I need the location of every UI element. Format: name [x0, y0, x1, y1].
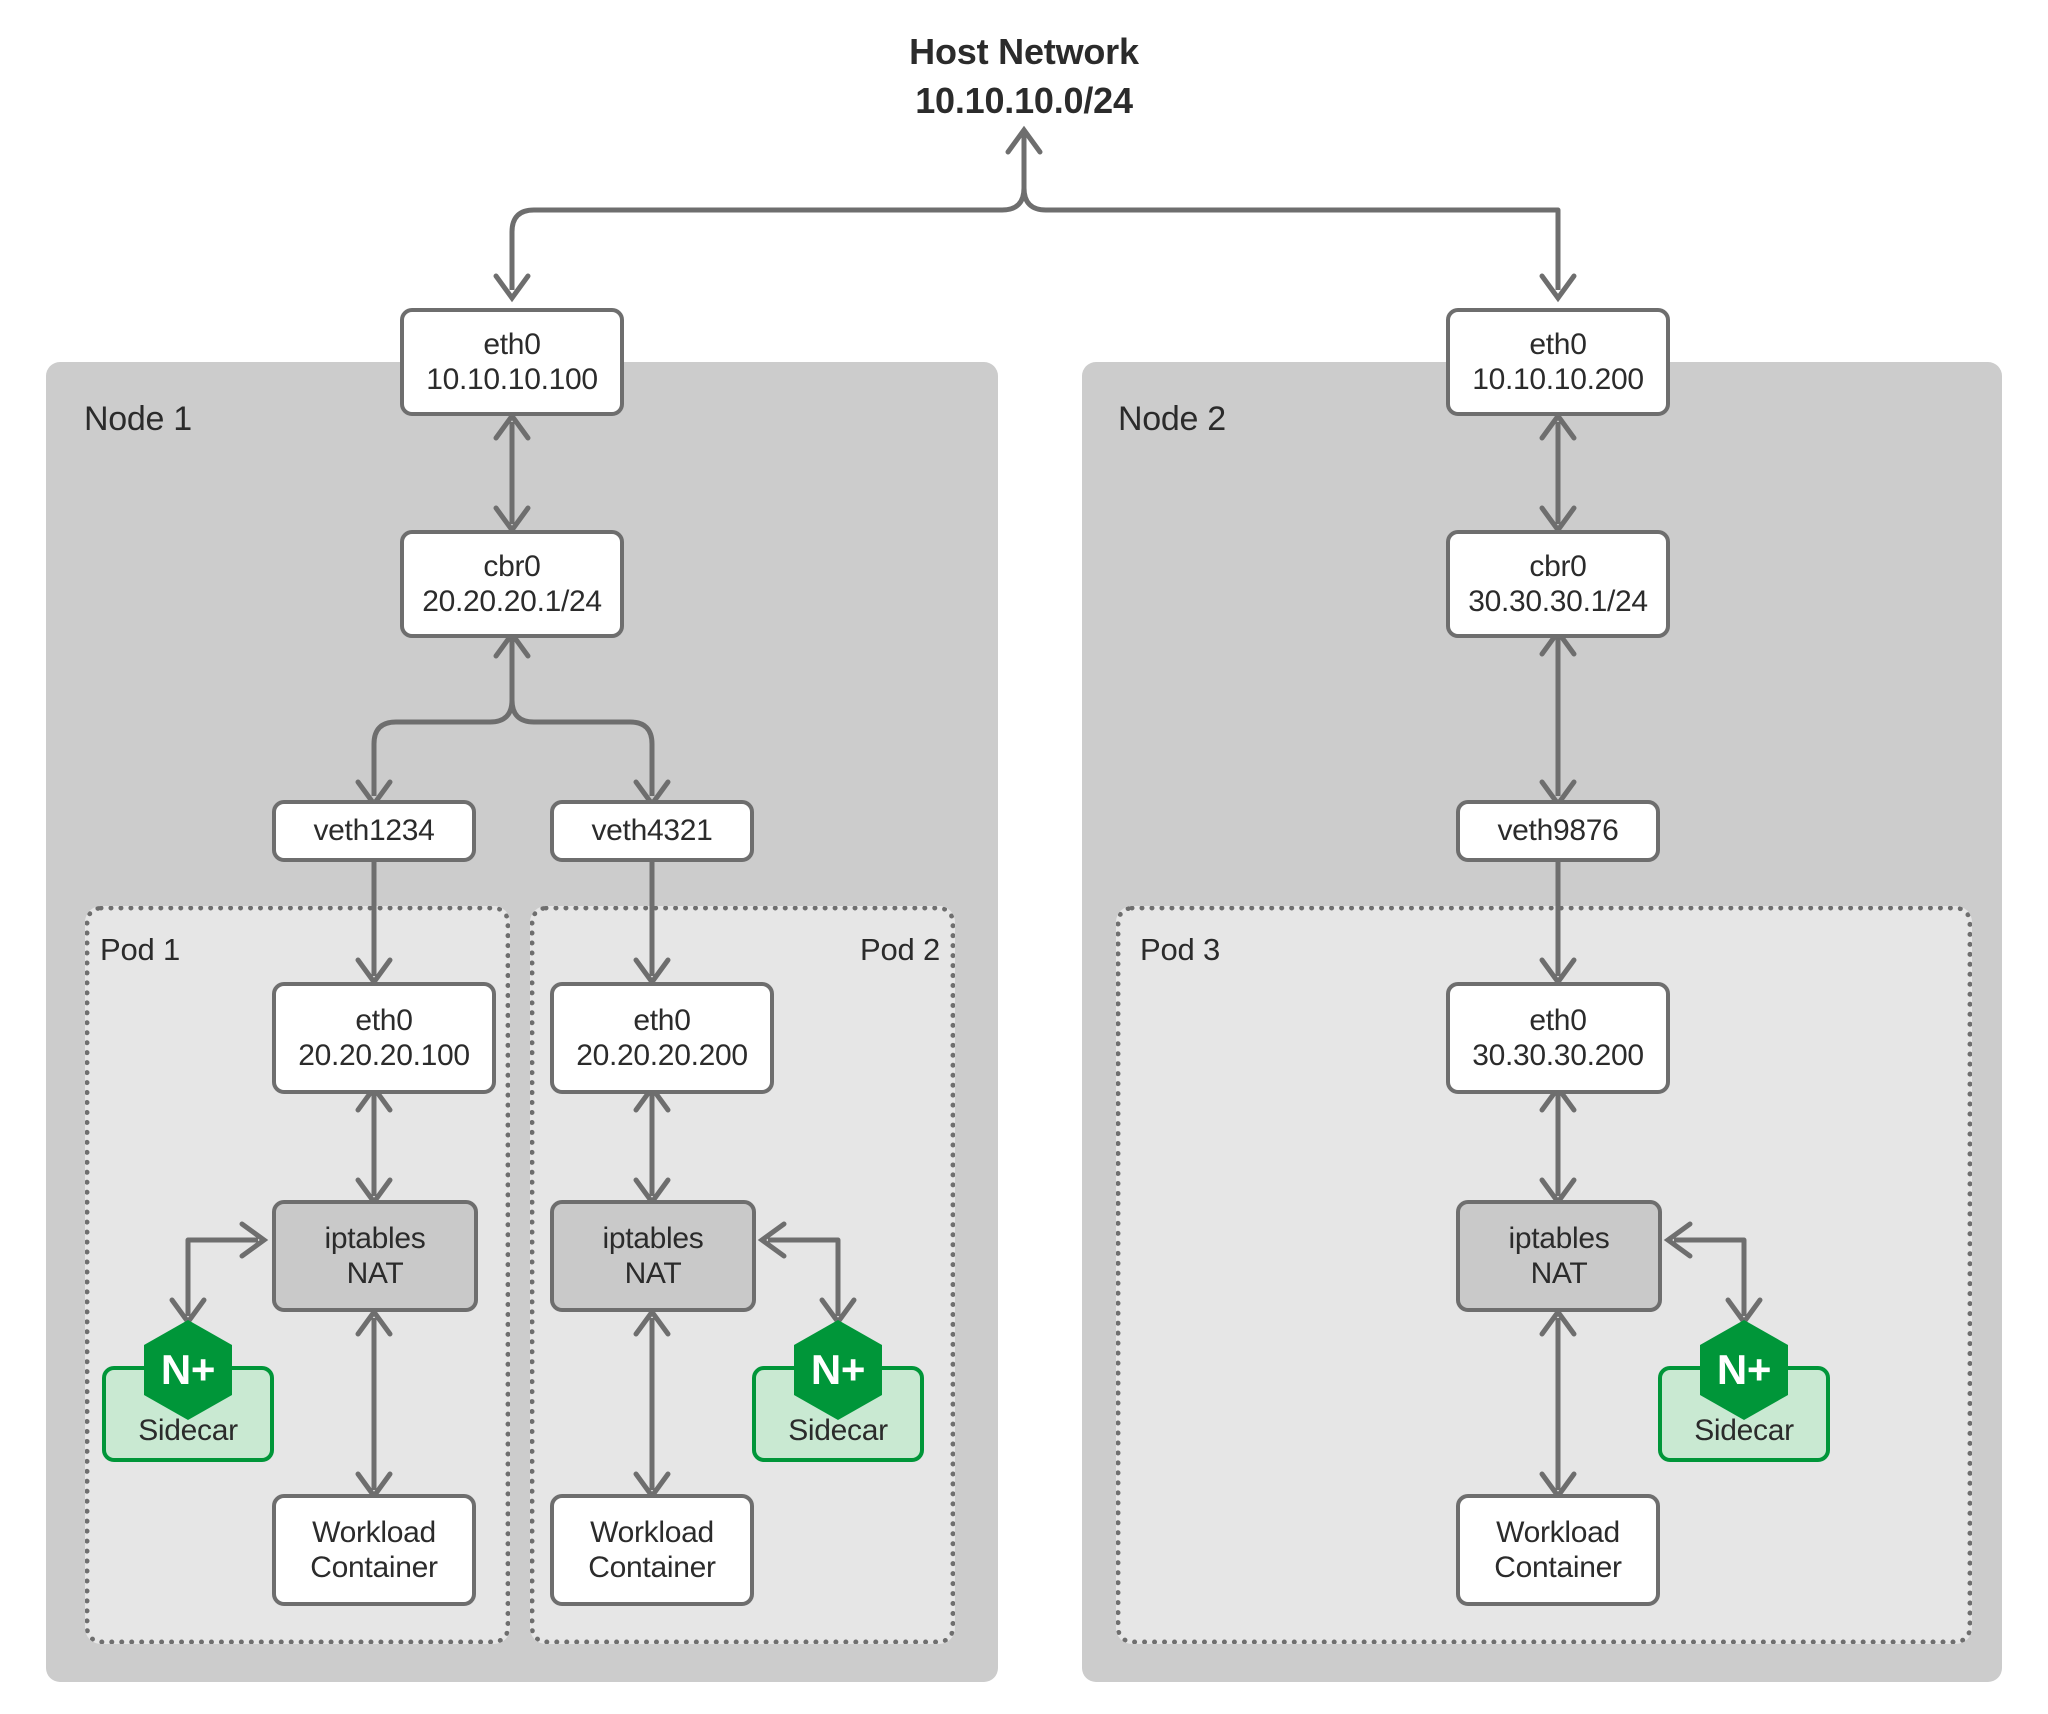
pod3-eth0-ip: 30.30.30.200	[1472, 1039, 1644, 1072]
pod3-iptables-nat-box[interactable]: iptables NAT	[1456, 1200, 1662, 1312]
pod1-sidecar-label: Sidecar	[138, 1414, 238, 1447]
pod1-workload-line2: Container	[310, 1551, 438, 1584]
host-network-title: Host Network 10.10.10.0/24	[0, 28, 2048, 125]
pod2-sidecar-label: Sidecar	[788, 1414, 888, 1447]
pod1-iptables-nat-box[interactable]: iptables NAT	[272, 1200, 478, 1312]
host-network-name: Host Network	[909, 31, 1139, 72]
pod1-sidecar-box[interactable]: N+ Sidecar	[102, 1320, 274, 1462]
pod3-workload-line1: Workload	[1496, 1515, 1620, 1549]
pod2-workload-line1: Workload	[590, 1515, 714, 1549]
pod2-nat-line2: NAT	[624, 1257, 682, 1290]
pod3-sidecar-label: Sidecar	[1694, 1414, 1794, 1447]
pod1-nat-line1: iptables	[324, 1221, 426, 1255]
pod3-eth0-name: eth0	[1529, 1003, 1587, 1037]
pod3-eth0-box[interactable]: eth0 30.30.30.200	[1446, 982, 1670, 1094]
host-network-cidr: 10.10.10.0/24	[915, 79, 1133, 121]
node1-cbr0-name: cbr0	[483, 549, 541, 583]
pod2-eth0-name: eth0	[633, 1003, 691, 1037]
node2-eth0-name: eth0	[1529, 327, 1587, 361]
node2-veth9876-name: veth9876	[1497, 814, 1619, 848]
node-label-2: Node 2	[1118, 400, 1226, 438]
pod3-nat-line1: iptables	[1508, 1221, 1610, 1255]
node2-eth0-ip: 10.10.10.200	[1472, 363, 1644, 396]
pod2-workload-line2: Container	[588, 1551, 716, 1584]
pod2-nat-line1: iptables	[602, 1221, 704, 1255]
node2-cbr0-ip: 30.30.30.1/24	[1468, 585, 1648, 618]
pod-label-1: Pod 1	[100, 932, 181, 967]
pod2-eth0-ip: 20.20.20.200	[576, 1039, 748, 1072]
node2-cbr0-name: cbr0	[1529, 549, 1587, 583]
node1-veth1234-name: veth1234	[313, 814, 435, 848]
pod1-eth0-name: eth0	[355, 1003, 413, 1037]
node2-veth9876-box[interactable]: veth9876	[1456, 800, 1660, 862]
node1-veth4321-name: veth4321	[591, 814, 713, 848]
node1-eth0-box[interactable]: eth0 10.10.10.100	[400, 308, 624, 416]
pod1-eth0-ip: 20.20.20.100	[298, 1039, 470, 1072]
node2-eth0-box[interactable]: eth0 10.10.10.200	[1446, 308, 1670, 416]
node2-cbr0-box[interactable]: cbr0 30.30.30.1/24	[1446, 530, 1670, 638]
node1-veth4321-box[interactable]: veth4321	[550, 800, 754, 862]
pod1-nat-line2: NAT	[346, 1257, 404, 1290]
pod-label-2: Pod 2	[859, 932, 940, 967]
node1-eth0-name: eth0	[483, 327, 541, 361]
pod3-workload-container-box[interactable]: Workload Container	[1456, 1494, 1660, 1606]
node1-cbr0-box[interactable]: cbr0 20.20.20.1/24	[400, 530, 624, 638]
pod-label-3: Pod 3	[1140, 932, 1221, 967]
node-label-1: Node 1	[84, 400, 192, 438]
pod3-nat-line2: NAT	[1530, 1257, 1588, 1290]
node1-veth1234-box[interactable]: veth1234	[272, 800, 476, 862]
node1-eth0-ip: 10.10.10.100	[426, 363, 598, 396]
pod3-sidecar-box[interactable]: N+ Sidecar	[1658, 1320, 1830, 1462]
pod2-eth0-box[interactable]: eth0 20.20.20.200	[550, 982, 774, 1094]
pod1-workload-container-box[interactable]: Workload Container	[272, 1494, 476, 1606]
pod3-workload-line2: Container	[1494, 1551, 1622, 1584]
pod1-workload-line1: Workload	[312, 1515, 436, 1549]
node1-cbr0-ip: 20.20.20.1/24	[422, 585, 602, 618]
pod2-sidecar-box[interactable]: N+ Sidecar	[752, 1320, 924, 1462]
pod2-iptables-nat-box[interactable]: iptables NAT	[550, 1200, 756, 1312]
pod2-workload-container-box[interactable]: Workload Container	[550, 1494, 754, 1606]
pod1-eth0-box[interactable]: eth0 20.20.20.100	[272, 982, 496, 1094]
